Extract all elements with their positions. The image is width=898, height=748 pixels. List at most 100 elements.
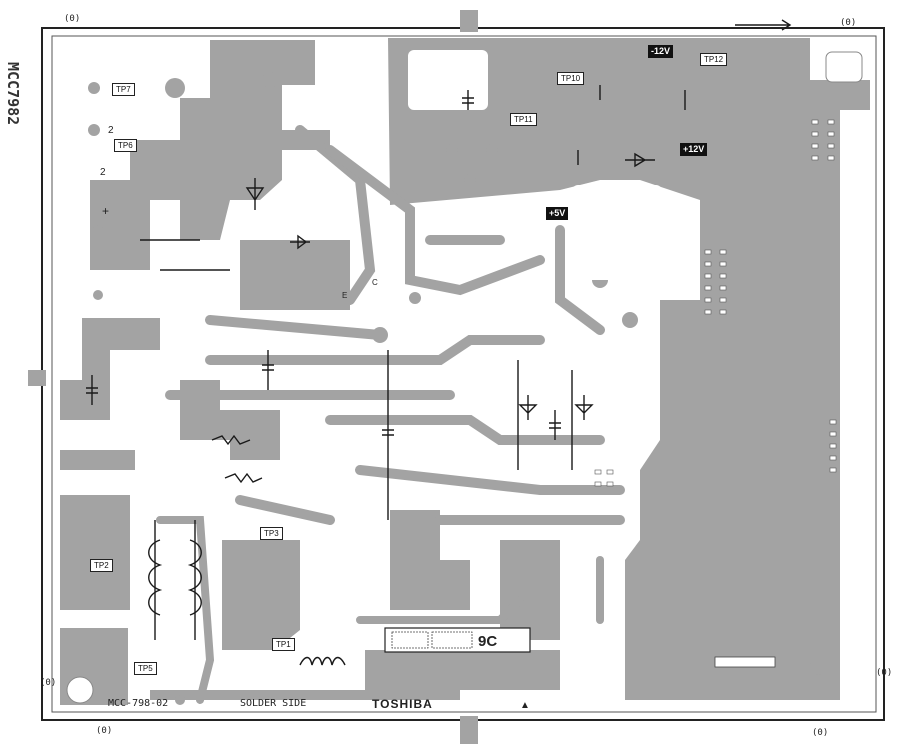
pad [175, 695, 185, 705]
test-point-tp6: TP6 [114, 139, 137, 152]
copper-trace-lines [156, 125, 625, 704]
corner-mark-bottom-left: (0) [40, 678, 57, 688]
resistor-zigzag [224, 472, 263, 484]
capacitor-symbol [262, 350, 274, 390]
copper-region-tp2 [60, 495, 130, 610]
connector-pins-a [391, 631, 429, 649]
trace-8 [235, 495, 335, 525]
capacitor-symbol [86, 375, 98, 405]
ic-pin [719, 273, 727, 279]
trace-11 [555, 225, 605, 335]
copper-region-center-right [390, 510, 470, 610]
ic-pin [829, 431, 837, 437]
ic-pin [719, 249, 727, 255]
corner-mark-top-right: (0) [840, 18, 857, 28]
ic-pin [829, 443, 837, 449]
ic-pin [829, 455, 837, 461]
pad [409, 292, 421, 304]
copper-region-diode [240, 240, 350, 310]
ic-pin [829, 419, 837, 425]
transformer-coil-right [187, 539, 202, 616]
corner-mark-bottom-b: (0) [812, 728, 829, 738]
test-point-tp2: TP2 [90, 559, 113, 572]
ic-pin [606, 469, 614, 475]
ic-pin [811, 143, 819, 149]
ic-pin [811, 131, 819, 137]
diode-symbol [290, 234, 310, 250]
brand-logo-text: TOSHIBA [372, 697, 433, 711]
corner-mark-top-left: (0) [64, 14, 81, 24]
test-point-tp7: TP7 [112, 83, 135, 96]
mounting-hole-bottom-left [66, 676, 94, 704]
silk-mark: E [342, 291, 347, 300]
mounting-hole-top-right [825, 51, 863, 83]
test-point-tp3: TP3 [260, 527, 283, 540]
copper-strip-left [60, 450, 135, 470]
ic-pin [811, 155, 819, 161]
transformer-core [154, 520, 196, 640]
voltage-label-minus12v: -12V [648, 45, 674, 58]
inductor-coil [299, 656, 346, 666]
wire-line [140, 239, 230, 271]
ic-strip-bottom [714, 656, 776, 668]
copper-region-top-right [388, 38, 870, 700]
copper-strip-bottom [150, 690, 460, 700]
pad [486, 144, 498, 156]
trace-4 [205, 335, 545, 365]
capacitor-symbol [382, 350, 394, 520]
copper-region-lower-mid [500, 540, 560, 640]
voltage-label-plus12v: +12V [680, 143, 708, 156]
trace-2 [325, 145, 545, 296]
mounting-hole-cutout-mid [572, 185, 662, 280]
capacitor-symbol [462, 90, 474, 110]
wire-line [577, 85, 686, 165]
pad [622, 312, 638, 328]
silk-mark: 2 [100, 167, 106, 178]
ic-pin [827, 131, 835, 137]
ic-pin [704, 249, 712, 255]
silkscreen-refs: + 2 2 C E ▲ [100, 125, 530, 711]
board-model-vertical: MCC7982 [4, 62, 22, 126]
bracket-line [517, 360, 573, 470]
alignment-bar-left [28, 370, 46, 386]
corner-mark-bottom-a: (0) [96, 726, 113, 736]
resistor-zigzag [211, 434, 251, 446]
ic-pin-rows [594, 119, 837, 487]
capacitor-symbol [549, 410, 561, 440]
pad [88, 82, 100, 94]
pad [93, 290, 103, 300]
board-inner-outline [51, 35, 877, 713]
alignment-bar-top [460, 10, 478, 32]
ic-pin [827, 155, 835, 161]
ic-pin [704, 261, 712, 267]
diode-symbol [245, 178, 265, 210]
ic-pin [594, 481, 602, 487]
silk-mark: ▲ [520, 700, 530, 711]
mounting-hole-top-right-inner [408, 50, 488, 110]
diode-symbol [625, 152, 655, 168]
pad [88, 124, 100, 136]
copper-region-mid-left [60, 318, 160, 420]
copper-region-top-left [90, 40, 330, 270]
silk-mark: C [372, 278, 378, 287]
diode-symbol [518, 395, 538, 420]
test-point-tp12: TP12 [700, 53, 728, 66]
ic-pin [827, 143, 835, 149]
test-point-tp1: TP1 [272, 638, 295, 651]
test-point-tp11: TP11 [510, 113, 537, 126]
ic-pin [704, 285, 712, 291]
trace-12 [356, 596, 524, 624]
ic-pin [811, 119, 819, 125]
connector-code: 9C [478, 633, 497, 650]
pad [446, 144, 458, 156]
ic-pin [594, 469, 602, 475]
connector-pins-b [431, 631, 473, 649]
arrow-top [735, 19, 792, 31]
test-point-tp5: TP5 [134, 662, 157, 675]
trace-7 [355, 465, 625, 495]
ic-pin [719, 285, 727, 291]
trace-14 [156, 516, 215, 704]
ic-pin [704, 273, 712, 279]
trace-3 [205, 315, 385, 340]
schematic-symbols [86, 19, 792, 666]
